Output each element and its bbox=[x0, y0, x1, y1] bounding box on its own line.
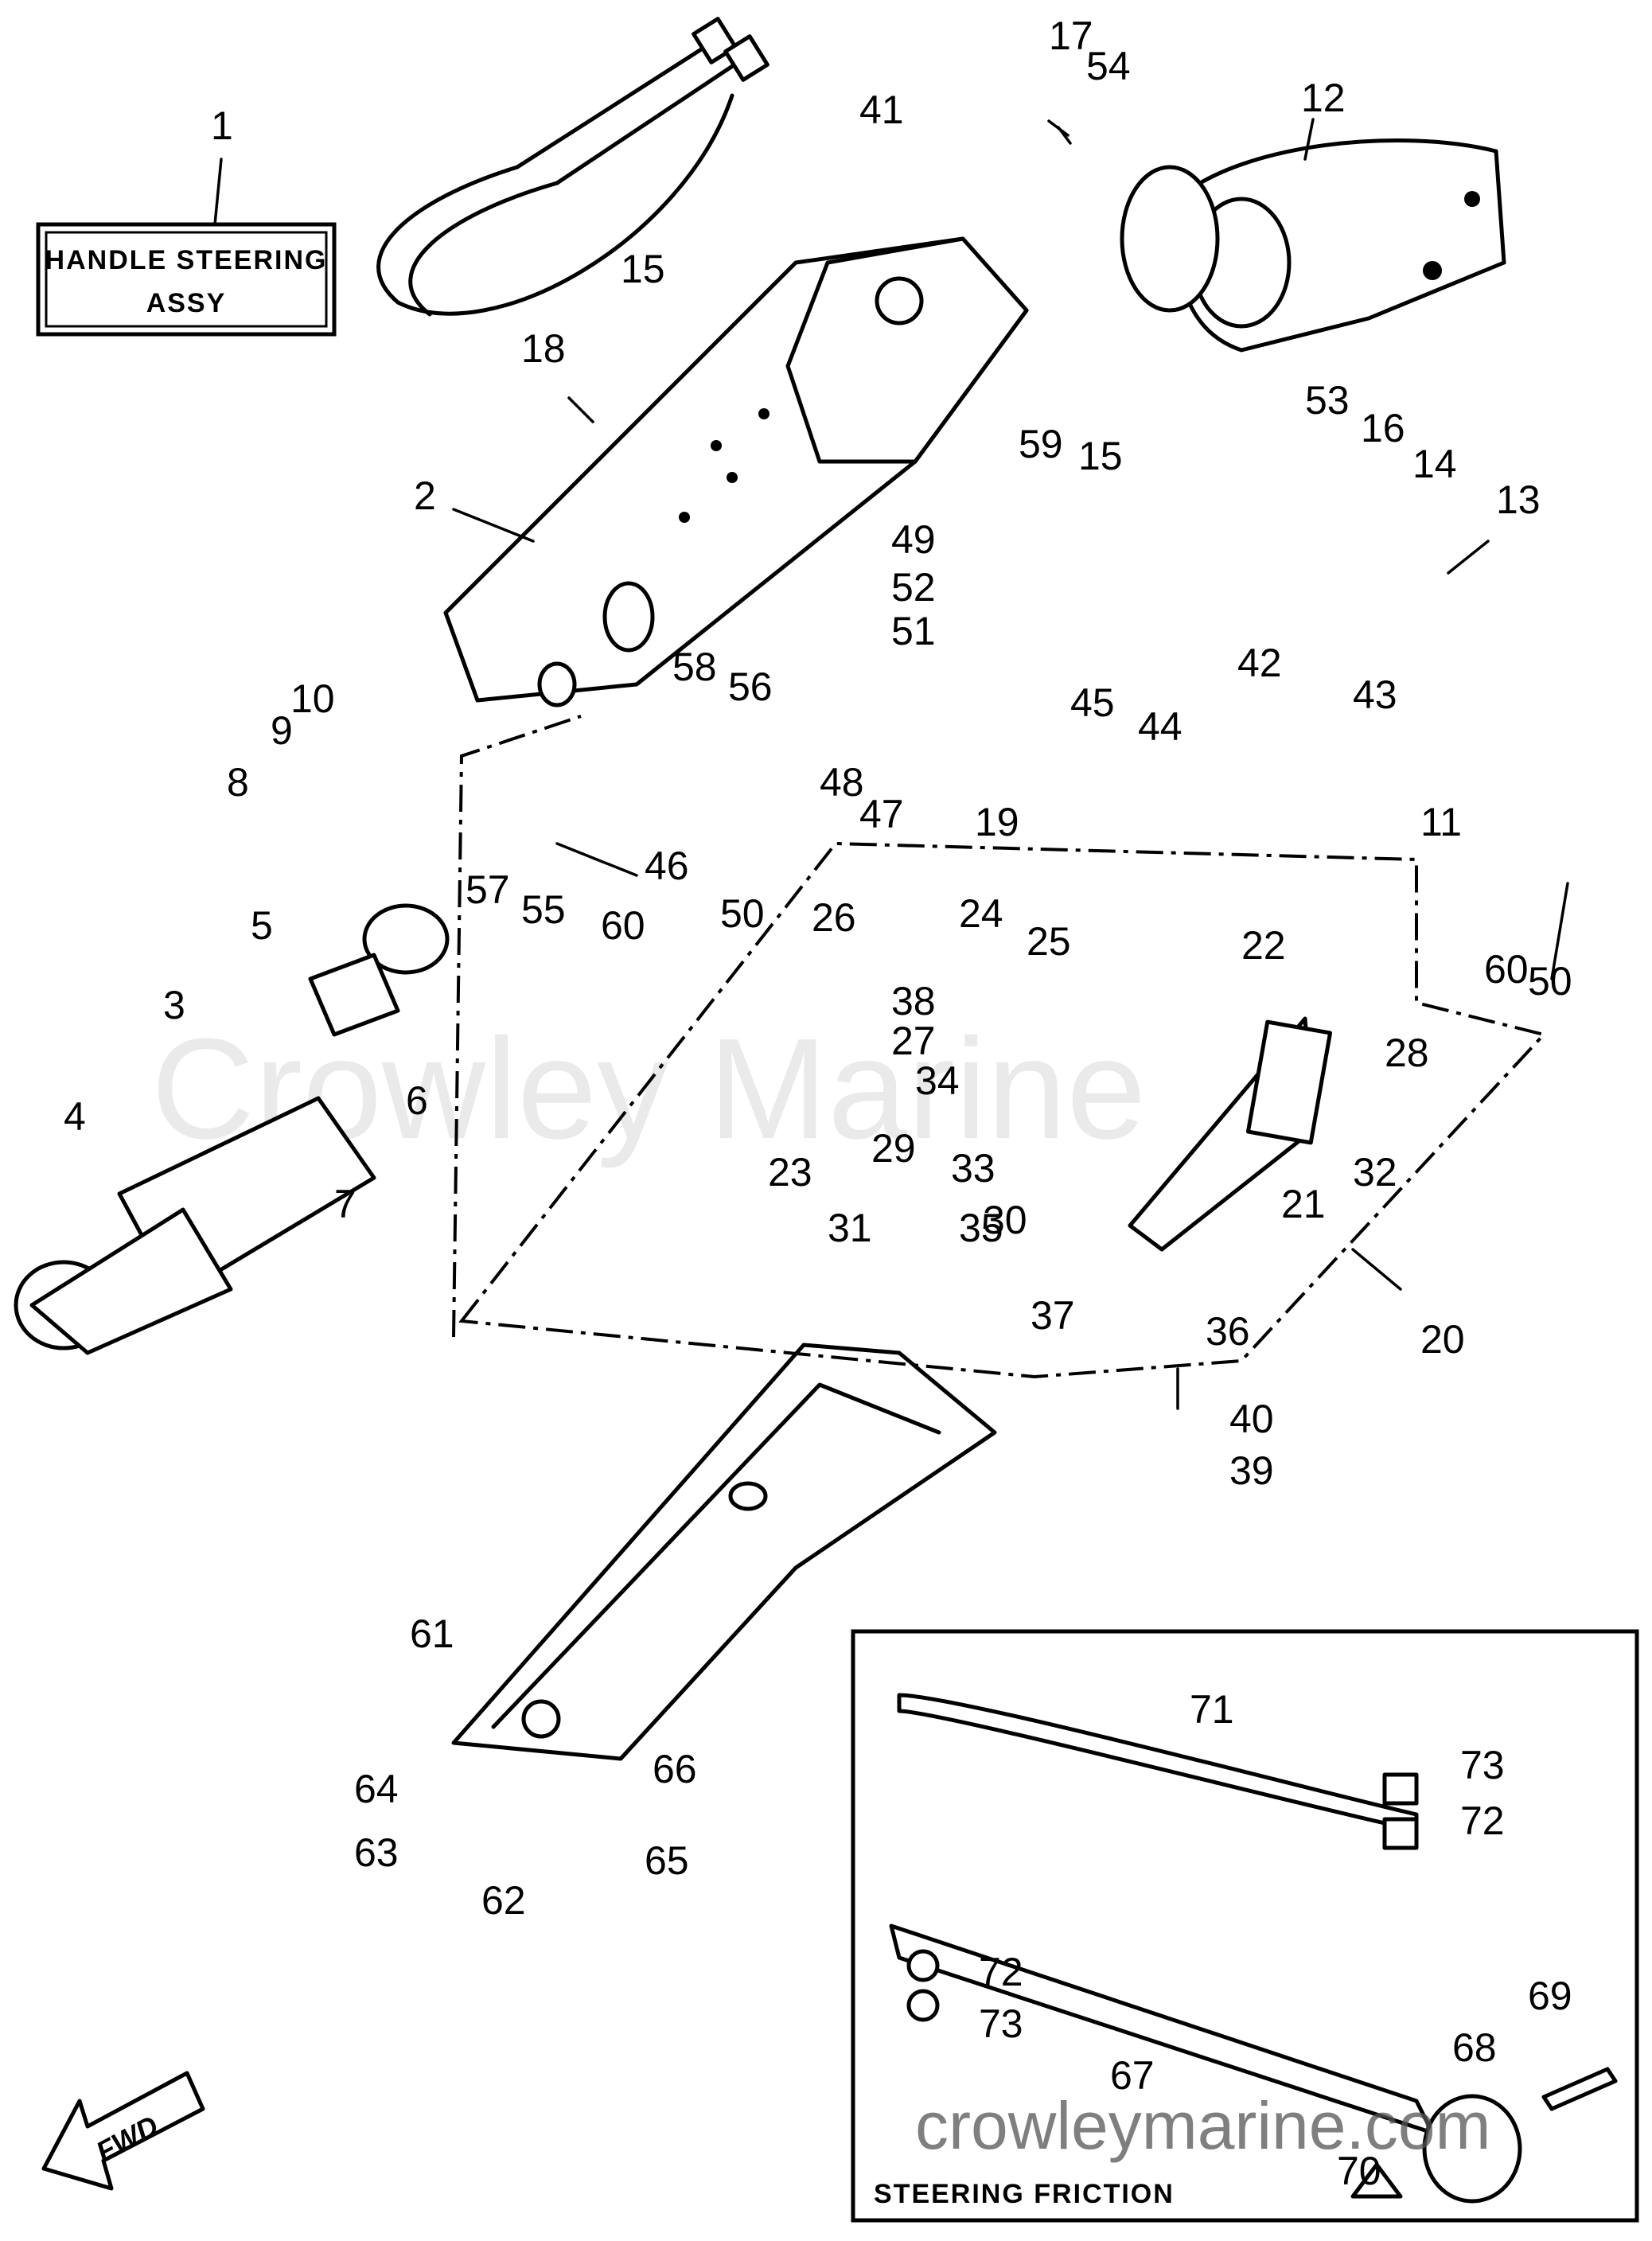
callout-35: 35 bbox=[959, 1206, 1003, 1250]
callout-22: 22 bbox=[1241, 923, 1286, 968]
callout-65: 65 bbox=[645, 1838, 689, 1883]
lower-bracket bbox=[451, 1343, 997, 1761]
callout-17: 17 bbox=[1049, 14, 1093, 58]
callout-50-right: 50 bbox=[1528, 959, 1572, 1004]
callout-18: 18 bbox=[521, 326, 566, 371]
steering-friction-panel: STEERING FRICTION bbox=[851, 1629, 1639, 2223]
callout-52: 52 bbox=[891, 565, 936, 610]
callout-36: 36 bbox=[1206, 1309, 1250, 1354]
callout-21: 21 bbox=[1281, 1182, 1326, 1226]
callout-61: 61 bbox=[410, 1612, 454, 1656]
callout-19: 19 bbox=[975, 800, 1019, 844]
forward-direction-arrow: FWD bbox=[41, 2071, 205, 2191]
callout-73-lower: 73 bbox=[979, 2001, 1023, 2046]
callout-34: 34 bbox=[915, 1058, 960, 1103]
callout-71: 71 bbox=[1190, 1687, 1234, 1732]
callout-44: 44 bbox=[1138, 704, 1183, 749]
callout-60-right: 60 bbox=[1484, 947, 1529, 992]
callout-46: 46 bbox=[645, 844, 689, 888]
handle-steering-assy-label-box: HANDLE STEERING ASSY bbox=[36, 222, 337, 337]
watermark-site: crowleymarine.com bbox=[915, 2088, 1491, 2163]
callout-6: 6 bbox=[406, 1078, 428, 1123]
throttle-cables bbox=[376, 17, 770, 317]
steering-friction-title: STEERING FRICTION bbox=[874, 2179, 1175, 2209]
callout-47: 47 bbox=[859, 792, 904, 836]
callout-50-left: 50 bbox=[720, 891, 765, 936]
callout-30: 30 bbox=[983, 1198, 1027, 1242]
callout-10: 10 bbox=[290, 676, 335, 721]
callout-29: 29 bbox=[871, 1126, 916, 1171]
callout-66: 66 bbox=[653, 1747, 697, 1791]
callout-43: 43 bbox=[1353, 672, 1397, 717]
callout-31: 31 bbox=[828, 1206, 872, 1250]
callout-16: 16 bbox=[1361, 406, 1405, 450]
callout-leaders bbox=[213, 118, 1569, 1410]
callout-40: 40 bbox=[1229, 1397, 1274, 1441]
callout-20: 20 bbox=[1420, 1317, 1465, 1362]
callout-15-right: 15 bbox=[1078, 434, 1123, 478]
callout-14: 14 bbox=[1412, 442, 1457, 486]
callout-15-left: 15 bbox=[621, 247, 665, 291]
callout-23: 23 bbox=[768, 1150, 812, 1195]
callout-60-left: 60 bbox=[601, 903, 645, 948]
callout-58: 58 bbox=[672, 645, 717, 689]
callout-3: 3 bbox=[163, 983, 185, 1027]
callout-67: 67 bbox=[1110, 2053, 1155, 2098]
callout-62: 62 bbox=[481, 1878, 526, 1923]
throttle-plate bbox=[1128, 1016, 1333, 1252]
callout-51: 51 bbox=[891, 609, 936, 653]
callout-45: 45 bbox=[1070, 680, 1115, 725]
callout-38: 38 bbox=[891, 979, 936, 1023]
callout-11: 11 bbox=[1420, 800, 1462, 844]
callout-63: 63 bbox=[354, 1830, 399, 1875]
callout-7: 7 bbox=[334, 1182, 357, 1226]
callout-72-upper: 72 bbox=[1460, 1799, 1505, 1843]
callout-49: 49 bbox=[891, 517, 936, 562]
upper-bracket bbox=[1120, 138, 1506, 353]
callout-39: 39 bbox=[1229, 1448, 1274, 1493]
callout-69: 69 bbox=[1528, 1974, 1572, 2018]
callout-8: 8 bbox=[227, 760, 249, 805]
callout-24: 24 bbox=[959, 891, 1003, 936]
callout-27: 27 bbox=[891, 1019, 936, 1063]
callout-41: 41 bbox=[859, 88, 904, 132]
callout-57: 57 bbox=[466, 867, 510, 912]
callout-59: 59 bbox=[1019, 422, 1063, 466]
callout-70: 70 bbox=[1337, 2149, 1381, 2193]
callout-64: 64 bbox=[354, 1767, 399, 1811]
callout-32: 32 bbox=[1353, 1150, 1397, 1195]
callout-5: 5 bbox=[251, 903, 273, 948]
tiller-handle-grip bbox=[14, 903, 450, 1355]
callout-labels: 1 2 3 4 5 6 7 8 9 10 11 12 13 14 15 15 1… bbox=[64, 14, 1572, 2193]
callout-48: 48 bbox=[820, 760, 864, 805]
callout-2: 2 bbox=[414, 474, 436, 518]
callout-28: 28 bbox=[1385, 1031, 1429, 1075]
callout-56: 56 bbox=[728, 665, 773, 709]
callout-26: 26 bbox=[812, 895, 856, 940]
bracket-alignment-guide bbox=[452, 715, 582, 1338]
callout-12: 12 bbox=[1301, 76, 1346, 120]
callout-37: 37 bbox=[1031, 1293, 1075, 1338]
callout-55: 55 bbox=[521, 887, 566, 932]
callout-73-upper: 73 bbox=[1460, 1743, 1505, 1787]
callout-68: 68 bbox=[1452, 2025, 1497, 2070]
callout-33: 33 bbox=[951, 1146, 995, 1191]
handle-steering-title: HANDLE STEERING bbox=[45, 245, 328, 275]
callout-1: 1 bbox=[211, 103, 233, 148]
callout-54: 54 bbox=[1086, 44, 1131, 88]
callout-25: 25 bbox=[1027, 919, 1071, 964]
callout-72-lower: 72 bbox=[979, 1950, 1023, 1994]
callout-9: 9 bbox=[271, 708, 293, 753]
callout-4: 4 bbox=[64, 1094, 86, 1139]
steering-bracket bbox=[443, 236, 1029, 707]
callout-53: 53 bbox=[1305, 378, 1350, 423]
handle-steering-subtitle: ASSY bbox=[146, 288, 227, 318]
throttle-assembly-outline bbox=[458, 841, 1547, 1379]
callout-42: 42 bbox=[1237, 641, 1282, 685]
callout-13: 13 bbox=[1496, 477, 1541, 522]
